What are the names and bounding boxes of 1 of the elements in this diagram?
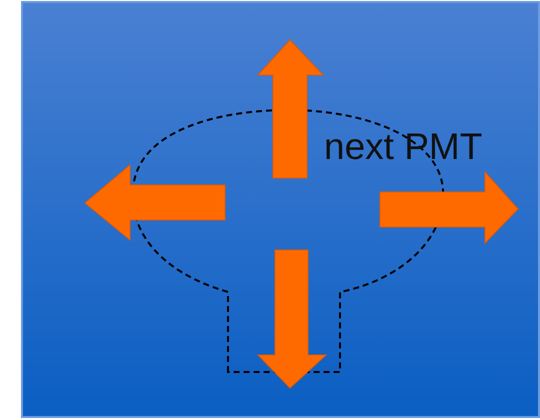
text-label: next PMT <box>324 128 482 165</box>
